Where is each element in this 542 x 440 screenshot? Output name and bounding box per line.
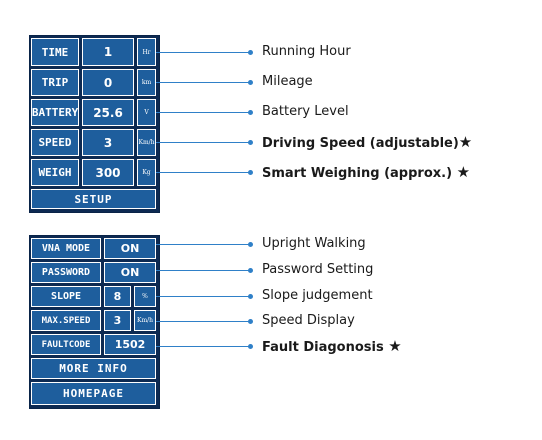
desc-driving-speed-text: Driving Speed (adjustable): [262, 136, 459, 151]
desc-upright-walking: Upright Walking: [262, 236, 366, 251]
connector-line-time: [156, 52, 250, 53]
weigh-unit-cell: Kg: [137, 159, 156, 186]
star-icon: ★: [458, 133, 473, 151]
desc-driving-speed: Driving Speed (adjustable)★: [262, 134, 472, 152]
trip-value-cell[interactable]: 0: [82, 69, 134, 96]
vna-mode-label-cell[interactable]: VNA MODE: [31, 238, 101, 259]
password-label-cell[interactable]: PASSWORD: [31, 262, 101, 283]
connector-dot-vna-mode: [248, 242, 253, 247]
connector-dot-password: [248, 268, 253, 273]
weigh-label-cell[interactable]: WEIGH: [31, 159, 79, 186]
connector-dot-weigh: [248, 170, 253, 175]
desc-battery-level: Battery Level: [262, 104, 349, 119]
desc-mileage: Mileage: [262, 74, 313, 89]
faultcode-label-cell[interactable]: FAULTCODE: [31, 334, 101, 355]
weigh-value-cell[interactable]: 300: [82, 159, 134, 186]
connector-line-faultcode: [156, 346, 250, 347]
connector-line-password: [156, 270, 250, 271]
speed-label-cell[interactable]: SPEED: [31, 129, 79, 156]
connector-dot-slope: [248, 294, 253, 299]
connector-line-speed: [156, 142, 250, 143]
desc-smart-weighing: Smart Weighing (approx.) ★: [262, 164, 470, 182]
connector-dot-time: [248, 50, 253, 55]
time-value-cell[interactable]: 1: [82, 38, 134, 66]
homepage-button[interactable]: HOMEPAGE: [31, 382, 156, 405]
connector-dot-trip: [248, 80, 253, 85]
connector-dot-speed: [248, 140, 253, 145]
battery-value-cell[interactable]: 25.6: [82, 99, 134, 126]
trip-label-cell[interactable]: TRIP: [31, 69, 79, 96]
desc-speed-display: Speed Display: [262, 313, 355, 328]
slope-value-cell[interactable]: 8: [104, 286, 131, 307]
slope-unit-cell: %: [134, 286, 156, 307]
desc-running-hour: Running Hour: [262, 44, 351, 59]
max-speed-label-cell[interactable]: MAX.SPEED: [31, 310, 101, 331]
connector-dot-battery: [248, 110, 253, 115]
connector-line-battery: [156, 112, 250, 113]
connector-line-slope: [156, 296, 250, 297]
speed-value-cell[interactable]: 3: [82, 129, 134, 156]
desc-fault-diagnosis: Fault Diagonosis ★: [262, 338, 402, 356]
setup-button[interactable]: SETUP: [31, 189, 156, 209]
more-info-button[interactable]: MORE INFO: [31, 358, 156, 379]
speed-unit-cell: Km/h: [137, 129, 156, 156]
vna-mode-value-cell[interactable]: ON: [104, 238, 156, 259]
password-value-cell[interactable]: ON: [104, 262, 156, 283]
desc-fault-diagnosis-text: Fault Diagonosis: [262, 340, 384, 355]
battery-unit-cell: V: [137, 99, 156, 126]
desc-slope-judgement: Slope judgement: [262, 288, 373, 303]
max-speed-value-cell[interactable]: 3: [104, 310, 131, 331]
star-icon: ★: [456, 163, 471, 181]
time-label-cell[interactable]: TIME: [31, 38, 79, 66]
desc-password-setting: Password Setting: [262, 262, 374, 277]
connector-dot-faultcode: [248, 344, 253, 349]
connector-line-vna-mode: [156, 244, 250, 245]
connector-dot-max-speed: [248, 319, 253, 324]
star-icon: ★: [388, 337, 402, 355]
trip-unit-cell: km: [137, 69, 156, 96]
connector-line-weigh: [156, 172, 250, 173]
faultcode-value-cell[interactable]: 1502: [104, 334, 156, 355]
time-unit-cell: Hr: [137, 38, 156, 66]
desc-smart-weighing-text: Smart Weighing (approx.): [262, 166, 453, 181]
battery-label-cell[interactable]: BATTERY: [31, 99, 79, 126]
connector-line-max-speed: [156, 321, 250, 322]
connector-line-trip: [156, 82, 250, 83]
max-speed-unit-cell: Km/h: [134, 310, 156, 331]
slope-label-cell[interactable]: SLOPE: [31, 286, 101, 307]
